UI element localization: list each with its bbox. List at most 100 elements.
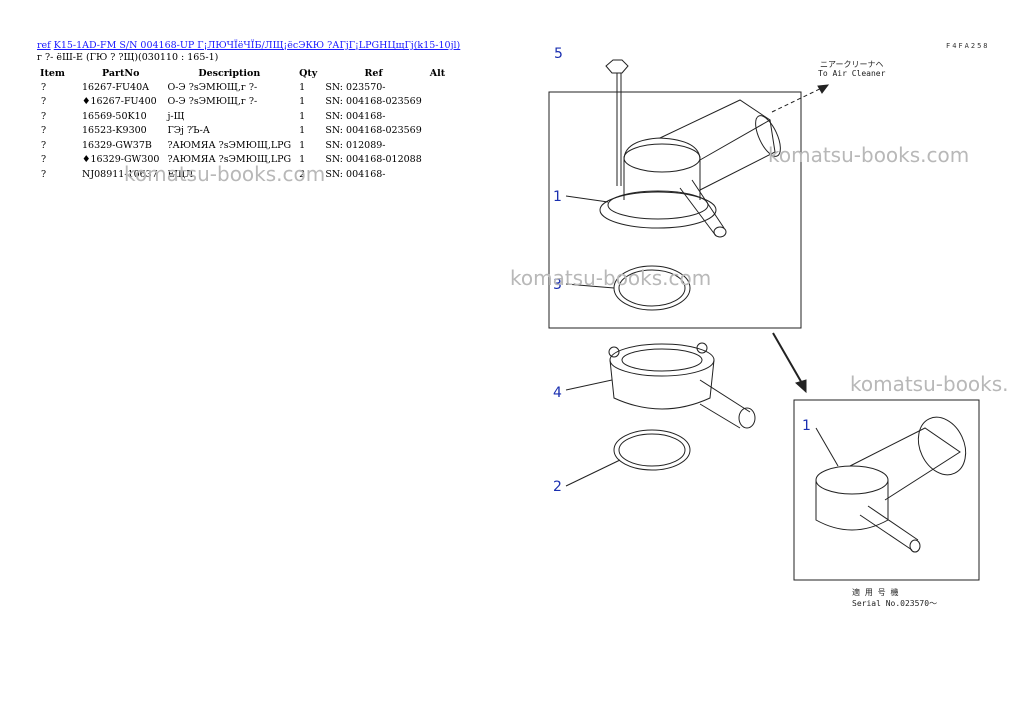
- detail-elbow-pipe: [849, 427, 961, 501]
- leader-line-4: [565, 379, 613, 391]
- elbow-flange: [599, 191, 717, 229]
- cell-item: ?: [41, 96, 47, 108]
- cell-qty: 2: [299, 168, 306, 180]
- housing-top-inner: [621, 348, 703, 372]
- cell-partno: 16329-GW37B: [82, 139, 152, 151]
- detail-nozzle-end: [909, 539, 921, 553]
- housing-nozzle: [699, 379, 751, 429]
- cell-description: ?АЮМЯА ?sЭМЮЩ,LPG: [167, 139, 292, 151]
- cell-ref: SN: 004168-023569: [325, 96, 422, 108]
- column-header-item: Item: [40, 67, 65, 79]
- to-air-cleaner-jp: ニアークリーナヘ: [820, 60, 884, 69]
- housing-body: [609, 359, 715, 410]
- cell-item: ?: [41, 110, 47, 122]
- housing-nozzle-end: [738, 407, 756, 429]
- table-row[interactable]: ? 16569-50K10 ј-Щ 1 SN: 004168-: [36, 109, 464, 124]
- column-header-partno: PartNo: [101, 67, 140, 79]
- cell-partno: 16267-FU40A: [82, 81, 149, 93]
- subtitle: г ?- ёШ-Е (ГЮ ? ?Щ)(030110 : 165-1): [37, 52, 219, 63]
- elbow-top: [623, 143, 701, 173]
- gasket-part-3-inner: [618, 269, 686, 307]
- detail-elbow-pipe-end: [917, 416, 967, 476]
- table-row[interactable]: ? ♦16267-FU400 О-Э ?sЭМЮЩ,г ?- 1 SN: 004…: [36, 95, 464, 110]
- detail-frame: [793, 399, 980, 581]
- watermark: komatsu-books.com: [124, 162, 326, 186]
- elbow-flange-inner: [607, 190, 709, 220]
- gasket-part-2: [613, 429, 691, 471]
- to-air-cleaner-en: To Air Cleaner: [818, 69, 886, 78]
- elbow-nozzle-end: [713, 226, 727, 238]
- table-row[interactable]: ? ♦16329-GW300 ?АЮМЯА ?sЭМЮЩ,LPG 1 SN: 0…: [36, 153, 464, 168]
- view-arrow-line: [772, 332, 804, 386]
- leader-line-2: [565, 459, 621, 487]
- air-cleaner-arrowhead: [817, 84, 830, 94]
- drawing-code: F4FA258: [946, 42, 990, 50]
- cell-item: ?: [41, 81, 47, 93]
- cell-item: ?: [41, 168, 47, 180]
- elbow-pipe-end: [755, 115, 781, 157]
- cell-qty: 1: [299, 154, 306, 166]
- column-header-alt: Alt: [429, 67, 446, 79]
- watermark: komatsu-books.com: [768, 143, 970, 167]
- cell-ref: SN: 004168-: [325, 110, 386, 122]
- cell-ref: SN: 023570-: [325, 81, 386, 93]
- nut-part-5: [605, 59, 629, 74]
- callout-detail-1: 1: [802, 418, 811, 434]
- cell-item: ?: [41, 125, 47, 137]
- table-row[interactable]: ? 16329-GW37B ?АЮМЯА ?sЭМЮЩ,LPG 1 SN: 01…: [36, 138, 464, 153]
- table-row[interactable]: ? 16523-K9300 ГЭј ?Ъ-А 1 SN: 004168-0235…: [36, 124, 464, 139]
- cell-partno: ♦16329-GW300: [82, 154, 160, 166]
- upper-assembly-frame: [548, 91, 802, 329]
- detail-elbow-top: [815, 465, 889, 495]
- view-arrowhead: [795, 379, 807, 394]
- column-header-qty: Qty: [299, 67, 318, 79]
- cell-description: ГЭј ?Ъ-А: [167, 125, 211, 137]
- cell-qty: 1: [299, 125, 306, 137]
- cell-item: ?: [41, 154, 47, 166]
- page-header: ref K15-1AD-FM S/N 004168-UP Г¡ЛЮЧЇёЧЇБ/…: [37, 40, 460, 52]
- housing-ear-left: [608, 346, 620, 358]
- ref-link[interactable]: ref: [37, 40, 51, 51]
- callout-2: 2: [553, 479, 562, 495]
- cell-ref: SN: 012089-: [325, 139, 386, 151]
- cell-description: ј-Щ: [167, 110, 185, 122]
- cell-item: ?: [41, 139, 47, 151]
- cell-ref: SN: 004168-: [325, 168, 386, 180]
- parts-table: Item PartNo Description Qty Ref Alt ? 16…: [36, 66, 464, 182]
- watermark: komatsu-books.com: [510, 266, 712, 290]
- housing-ear-right: [696, 342, 708, 354]
- cell-qty: 1: [299, 139, 306, 151]
- cell-partno: 16569-50K10: [82, 110, 147, 122]
- table-header-row: Item PartNo Description Qty Ref Alt: [36, 66, 464, 80]
- serial-label-en: Serial No.023570～: [852, 599, 938, 608]
- elbow-nozzle: [679, 179, 725, 237]
- callout-3: 3: [553, 277, 562, 293]
- cell-description: ?АЮМЯА ?sЭМЮЩ,LPG: [167, 154, 292, 166]
- cell-ref: SN: 004168-023569: [325, 125, 422, 137]
- detail-elbow-body: [815, 480, 889, 531]
- cell-partno: 16523-K9300: [82, 125, 147, 137]
- cell-partno: NJ08911-10637: [82, 168, 158, 180]
- leader-line-3: [565, 283, 615, 289]
- cell-description: О-Э ?sЭМЮЩ,г ?-: [167, 96, 258, 108]
- column-header-description: Description: [198, 67, 261, 79]
- air-cleaner-arrow-line: [771, 84, 829, 113]
- callout-1: 1: [553, 189, 562, 205]
- serial-label-jp: 適 用 号 機: [852, 588, 899, 597]
- cell-ref: SN: 004168-012088: [325, 154, 422, 166]
- cell-qty: 1: [299, 110, 306, 122]
- leader-line-detail-1: [815, 427, 839, 467]
- leader-line-1: [565, 195, 609, 203]
- cell-qty: 1: [299, 81, 306, 93]
- title-link[interactable]: K15-1AD-FM S/N 004168-UP Г¡ЛЮЧЇёЧЇБ/ЛЩ¡ё…: [53, 40, 461, 51]
- cell-qty: 1: [299, 96, 306, 108]
- detail-nozzle: [859, 505, 919, 551]
- table-row[interactable]: ? NJ08911-10637 ЕЩЛ 2 SN: 004168-: [36, 167, 464, 182]
- column-header-ref: Ref: [364, 67, 383, 79]
- table-row[interactable]: ? 16267-FU40A О-Э ?sЭМЮЩ,г ?- 1 SN: 0235…: [36, 80, 464, 95]
- cell-description: О-Э ?sЭМЮЩ,г ?-: [167, 81, 258, 93]
- callout-4: 4: [553, 385, 562, 401]
- gasket-part-2-inner: [618, 433, 686, 467]
- elbow-pipe-lower: [699, 119, 776, 191]
